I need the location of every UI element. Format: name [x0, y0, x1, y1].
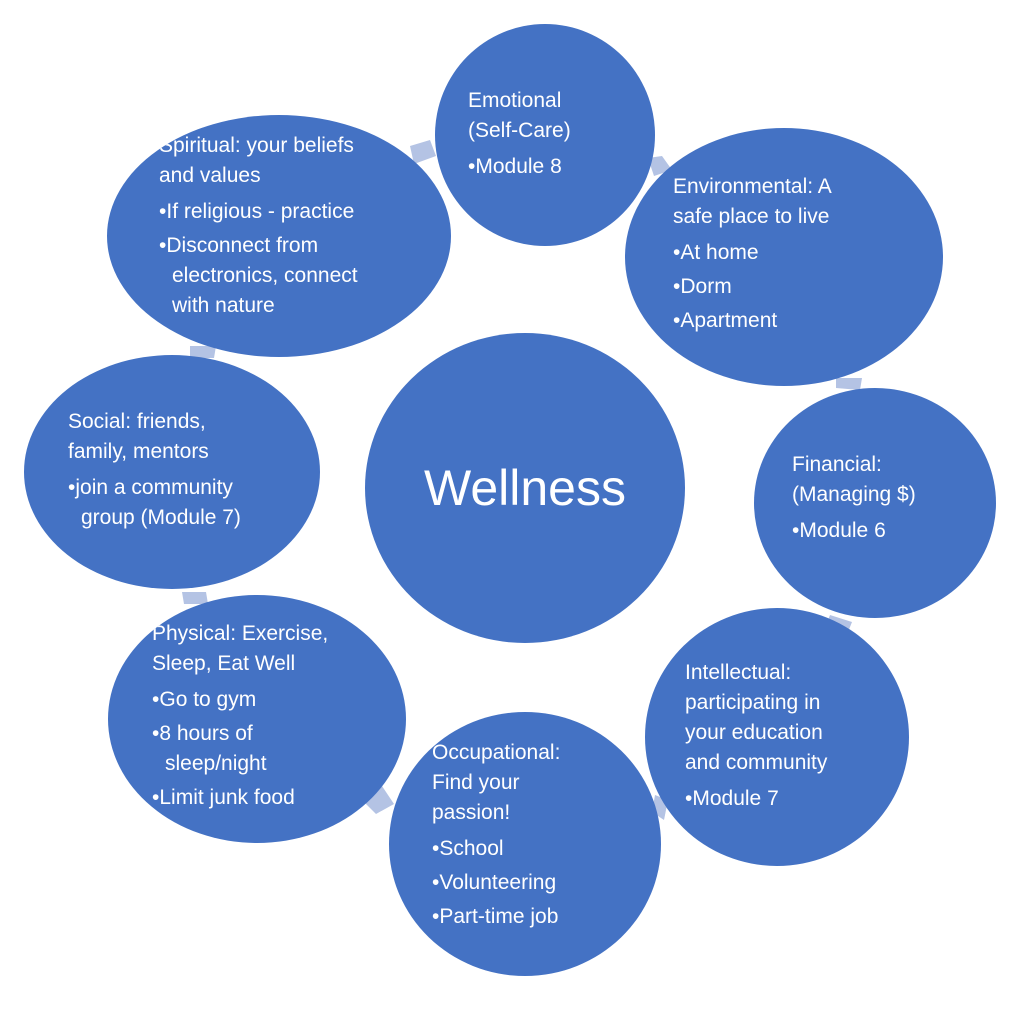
bullet-item: 8 hours of sleep/night — [152, 719, 406, 779]
bullet-item: Module 7 — [685, 784, 909, 814]
connector-social-spiritual — [190, 346, 216, 358]
connector-environmental-financial — [836, 378, 862, 390]
bullet-list: Go to gym 8 hours of sleep/night Limit j… — [152, 685, 406, 813]
connector-physical-social — [182, 592, 208, 604]
bullet-item: Disconnect from electronics, connect wit… — [159, 231, 451, 321]
bullet-list: If religious - practice Disconnect from … — [159, 197, 451, 321]
node-physical: Physical: Exercise, Sleep, Eat Well Go t… — [108, 595, 406, 843]
bullet-item: Dorm — [673, 272, 943, 302]
center-label: Wellness — [424, 460, 626, 516]
node-title: Physical: Exercise, Sleep, Eat Well — [152, 622, 329, 675]
bullet-item: School — [432, 834, 661, 864]
node-title: Spiritual: your beliefs and values — [159, 134, 354, 187]
node-social: Social: friends, family, mentors join a … — [24, 355, 320, 589]
bullet-item: join a community group (Module 7) — [68, 473, 320, 533]
node-title: Occupational: Find your passion! — [432, 741, 561, 824]
bullet-list: Module 7 — [685, 784, 909, 814]
bullet-list: Module 6 — [792, 516, 996, 546]
node-environmental: Environmental: A safe place to live At h… — [625, 128, 943, 386]
bullet-item: Module 6 — [792, 516, 996, 546]
bullet-item: Limit junk food — [152, 783, 406, 813]
node-spiritual: Spiritual: your beliefs and values If re… — [107, 115, 451, 357]
bullet-list: join a community group (Module 7) — [68, 473, 320, 533]
wellness-center-circle: Wellness — [365, 333, 685, 643]
node-emotional: Emotional (Self-Care) Module 8 — [435, 24, 655, 246]
node-title: Intellectual: participating in your educ… — [685, 661, 828, 774]
bullet-item: Part-time job — [432, 902, 661, 932]
bullet-list: School Volunteering Part-time job — [432, 834, 661, 932]
node-title: Environmental: A safe place to live — [673, 175, 832, 228]
bullet-item: At home — [673, 238, 943, 268]
node-occupational: Occupational: Find your passion! School … — [389, 712, 661, 976]
bullet-item: Volunteering — [432, 868, 661, 898]
connector-spiritual-emotional — [410, 140, 436, 164]
bullet-item: Module 8 — [468, 152, 655, 182]
node-title: Emotional (Self-Care) — [468, 89, 571, 142]
node-title: Social: friends, family, mentors — [68, 410, 209, 463]
bullet-item: If religious - practice — [159, 197, 451, 227]
bullet-list: At home Dorm Apartment — [673, 238, 943, 336]
bullet-item: Apartment — [673, 306, 943, 336]
node-financial: Financial: (Managing $) Module 6 — [754, 388, 996, 618]
node-intellectual: Intellectual: participating in your educ… — [645, 608, 909, 866]
bullet-item: Go to gym — [152, 685, 406, 715]
bullet-list: Module 8 — [468, 152, 655, 182]
node-title: Financial: (Managing $) — [792, 453, 916, 506]
connector-occupational-physical — [362, 786, 394, 814]
